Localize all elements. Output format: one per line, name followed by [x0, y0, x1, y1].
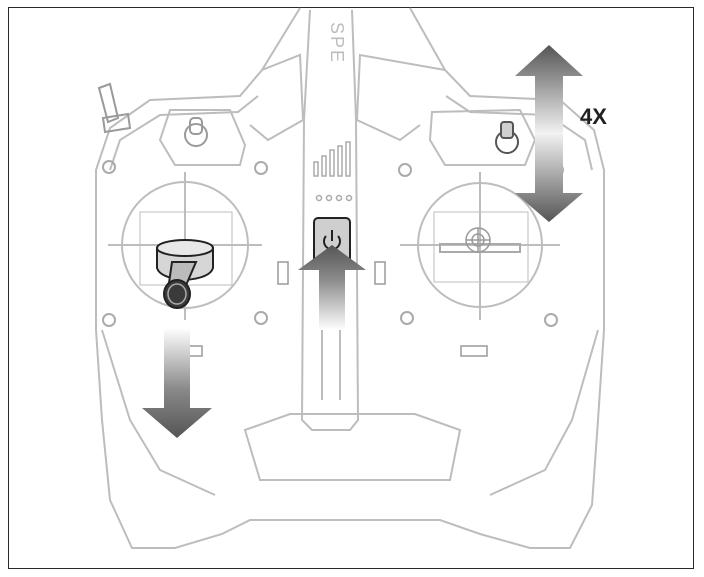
figure-frame — [8, 7, 694, 569]
down-arrow — [142, 328, 212, 438]
right-stick — [465, 227, 491, 253]
handle-right — [489, 329, 599, 496]
center-spine — [300, 9, 360, 431]
right-switch — [495, 121, 519, 154]
signal-bars — [313, 141, 351, 177]
status-leds — [315, 194, 353, 202]
up-arrow — [298, 245, 366, 330]
instruction-label: 4X — [580, 104, 607, 129]
upper-left-panel — [158, 109, 247, 166]
right-wing — [355, 53, 446, 142]
bottom-panel — [243, 413, 462, 481]
double-arrow — [515, 45, 583, 222]
left-switch — [184, 117, 208, 147]
left-stick — [156, 239, 214, 309]
antenna — [97, 82, 132, 134]
brand-mark: SPE — [327, 22, 347, 64]
body-inner-outline — [109, 95, 593, 171]
upper-right-panel — [428, 108, 537, 166]
handle-left — [101, 329, 216, 496]
left-wing — [249, 53, 305, 142]
body-outline — [95, 7, 605, 549]
